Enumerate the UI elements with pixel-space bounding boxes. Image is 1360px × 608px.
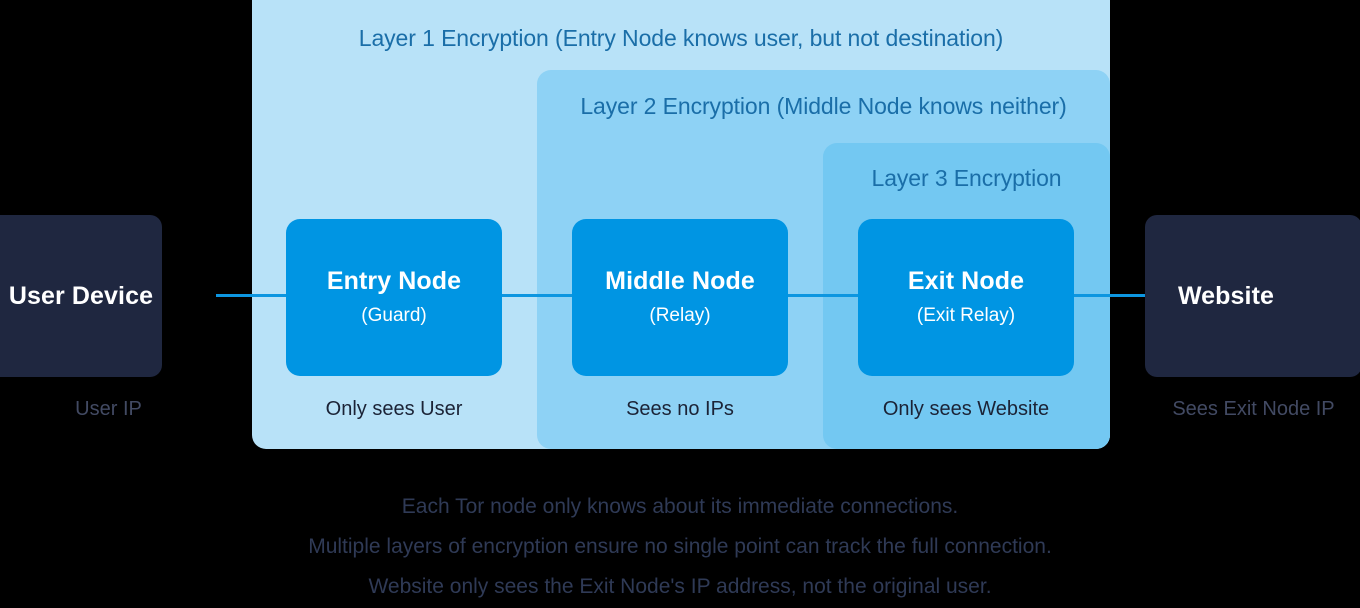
- footer-line-1: Each Tor node only knows about its immed…: [401, 495, 959, 518]
- entry-node-subtitle: (Guard): [361, 304, 427, 326]
- exit-node-title: Exit Node: [907, 267, 1025, 296]
- node-exit: Exit Node (Exit Relay): [858, 219, 1074, 376]
- node-entry: Entry Node (Guard): [286, 219, 502, 376]
- footer-line-2: Multiple layers of encryption ensure no …: [308, 535, 1052, 558]
- exit-node-caption: Only sees Website: [882, 398, 1050, 420]
- entry-node-title: Entry Node: [326, 267, 462, 296]
- entry-node-caption: Only sees User: [325, 398, 463, 420]
- website-label: Website: [1177, 281, 1275, 310]
- footer-line-3: Website only sees the Exit Node's IP add…: [368, 575, 992, 598]
- connector-middle-to-exit: [787, 294, 859, 297]
- layer-2-title: Layer 2 Encryption (Middle Node knows ne…: [580, 93, 1067, 119]
- layer-1-title: Layer 1 Encryption (Entry Node knows use…: [358, 25, 1004, 51]
- node-middle: Middle Node (Relay): [572, 219, 788, 376]
- connector-user-to-entry: [216, 294, 296, 297]
- connector-entry-to-middle: [500, 294, 574, 297]
- layer-3-title: Layer 3 Encryption: [871, 165, 1062, 191]
- exit-node-subtitle: (Exit Relay): [916, 304, 1016, 326]
- endpoint-website: Website: [1145, 215, 1360, 377]
- website-caption: Sees Exit Node IP: [1172, 398, 1335, 420]
- user-device-caption: User IP: [75, 398, 142, 420]
- endpoint-user-device: User Device: [0, 215, 162, 377]
- footer-notes: Each Tor node only knows about its immed…: [0, 487, 1360, 607]
- connector-exit-to-website: [1073, 294, 1147, 297]
- middle-node-caption: Sees no IPs: [626, 398, 734, 420]
- user-device-label: User Device: [8, 281, 154, 310]
- middle-node-subtitle: (Relay): [649, 304, 711, 326]
- middle-node-title: Middle Node: [605, 267, 755, 296]
